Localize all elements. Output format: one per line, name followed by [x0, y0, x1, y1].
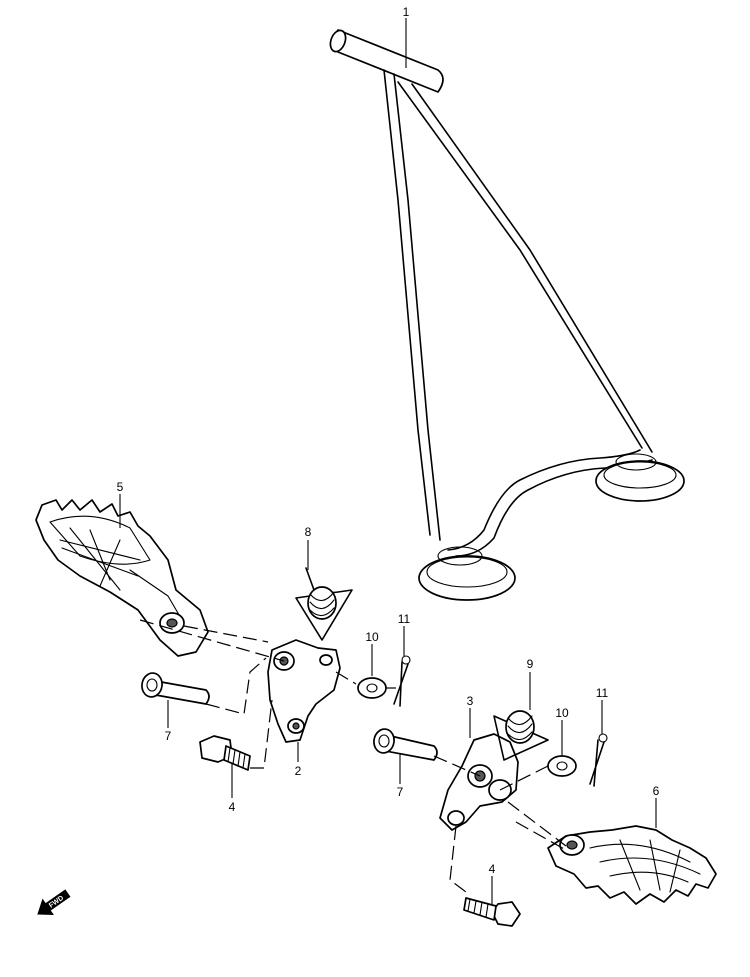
bolt-right-part-4 — [463, 897, 521, 927]
fwd-arrow-icon: FWD — [37, 889, 71, 916]
pin-right-part-7 — [373, 728, 438, 761]
callout-10-left: 10 — [365, 630, 379, 644]
callout-3: 3 — [467, 694, 474, 708]
footpeg-left-part-5 — [35, 499, 209, 657]
assembly-lines — [139, 619, 567, 893]
callout-1: 1 — [403, 5, 410, 19]
callout-10-right: 10 — [555, 706, 569, 720]
callout-8: 8 — [305, 525, 312, 539]
leader-lines — [119, 18, 657, 904]
cotter-pin-right-part-11 — [589, 733, 608, 787]
callout-5: 5 — [117, 480, 124, 494]
washer-left-part-10 — [357, 677, 387, 699]
fwd-label: FWD — [48, 895, 65, 910]
footpeg-right-part-6 — [547, 825, 717, 905]
callout-labels: 1 5 8 10 11 7 2 4 9 3 10 11 7 6 4 — [117, 5, 660, 876]
bracket-right-part-3 — [439, 733, 519, 831]
callout-2: 2 — [295, 764, 302, 778]
callout-11-right: 11 — [596, 686, 609, 700]
stand-part-1 — [329, 29, 685, 601]
bolt-left-part-4 — [199, 735, 251, 771]
spring-left-part-8 — [295, 567, 353, 641]
cotter-pin-left-part-11 — [393, 655, 411, 707]
callout-4-right: 4 — [489, 862, 496, 876]
washer-right-part-10 — [547, 755, 577, 777]
callout-4-left: 4 — [229, 800, 236, 814]
spring-right-part-9 — [493, 710, 549, 761]
bracket-left-part-2 — [267, 639, 341, 743]
callout-6: 6 — [653, 784, 660, 798]
callout-11-left: 11 — [398, 612, 411, 626]
callout-7-right: 7 — [397, 785, 404, 799]
pin-left-part-7 — [141, 672, 210, 705]
callout-9: 9 — [527, 657, 534, 671]
callout-7-left: 7 — [165, 729, 172, 743]
